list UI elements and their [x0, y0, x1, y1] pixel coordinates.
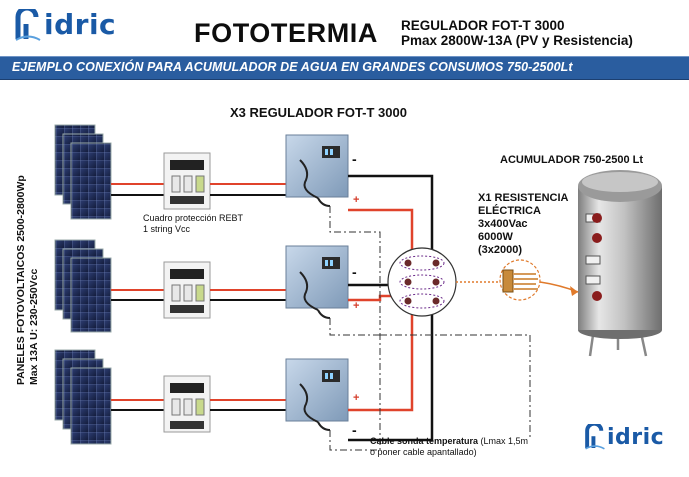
regulator-2: [285, 245, 349, 319]
pv-panel-group-2: [54, 239, 112, 333]
regulator-3: [285, 358, 349, 431]
banner-text: EJEMPLO CONEXIÓN PARA ACUMULADOR DE AGUA…: [12, 60, 573, 74]
protection-label-line: 1 string Vcc: [143, 224, 191, 234]
negative-sign: -: [352, 151, 357, 167]
positive-sign: +: [353, 194, 360, 206]
negative-sign: -: [352, 264, 357, 280]
resistance-label-line: X1 RESISTENCIA: [478, 192, 569, 204]
regulator-1: [285, 134, 349, 207]
brand-logo-mark-icon: [14, 8, 42, 41]
protection-box-3: [163, 375, 211, 433]
brand-logo-mark-icon: [584, 424, 606, 450]
page-title: FOTOTERMIA: [194, 18, 378, 48]
panels-label-line1: PANELES FOTOVOLTAICOS 2500-2800Wp: [15, 175, 27, 385]
regulator-model-label: REGULADOR FOT-T 3000: [401, 18, 565, 33]
probe-label-line2: o poner cable apantallado): [370, 447, 477, 457]
positive-sign: +: [353, 392, 360, 404]
brand-logo: idric: [14, 8, 116, 41]
protection-box-2: [163, 261, 211, 319]
panels-label-line2: Max 13A U: 230-250Vcc: [28, 268, 40, 385]
protection-label-line: Cuadro protección REBT: [143, 213, 244, 223]
resistance-label-line: 6000W: [478, 231, 513, 243]
brand-name: idric: [44, 8, 117, 41]
brand-name: idric: [607, 424, 665, 450]
protection-label: Cuadro protección REBT 1 string Vcc: [143, 213, 243, 235]
pv-panel-group-3: [54, 349, 112, 445]
probe-cables: [329, 206, 531, 451]
heating-resistance: [499, 259, 541, 301]
junction-box: [387, 247, 457, 317]
panels-label: PANELES FOTOVOLTAICOS 2500-2800Wp Max 13…: [15, 155, 45, 385]
resistance-label: X1 RESISTENCIA ELÉCTRICA 3x400Vac 6000W …: [478, 192, 568, 257]
protection-to-regulator-wires: [210, 183, 286, 411]
junction-to-resistance: [456, 281, 579, 296]
brand-logo-footer: idric: [584, 424, 664, 450]
info-banner: EJEMPLO CONEXIÓN PARA ACUMULADOR DE AGUA…: [0, 56, 689, 80]
probe-label-bold: Cable sonda temperatura: [370, 436, 479, 446]
accumulator-label: ACUMULADOR 750-2500 Lt: [500, 154, 644, 166]
accumulator-tank: [578, 170, 662, 357]
regulators-label: X3 REGULADOR FOT-T 3000: [230, 105, 407, 120]
resistance-label-line: (3x2000): [478, 244, 523, 256]
positive-sign: +: [353, 300, 360, 312]
resistance-label-line: 3x400Vac: [478, 218, 528, 230]
panel-to-protection-wires: [111, 183, 165, 411]
regulator-spec-label: Pmax 2800W-13A (PV y Resistencia): [401, 33, 633, 48]
resistance-label-line: ELÉCTRICA: [478, 205, 541, 217]
negative-sign: -: [352, 422, 357, 438]
probe-label-rest: (Lmax 1,5m: [478, 436, 529, 446]
probe-cable-label: Cable sonda temperatura (Lmax 1,5m o pon…: [370, 436, 528, 458]
protection-box-1: [163, 152, 211, 210]
pv-panel-group-1: [54, 124, 112, 220]
